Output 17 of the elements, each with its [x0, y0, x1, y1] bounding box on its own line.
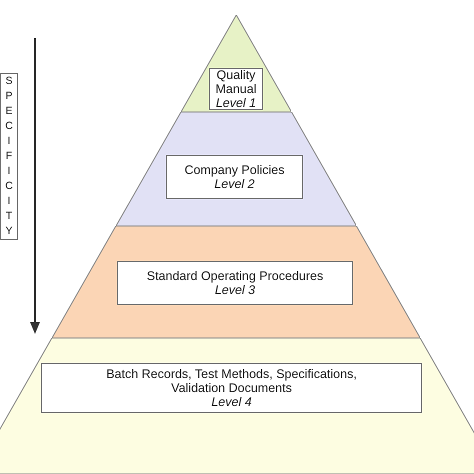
- level-label: [41, 363, 422, 413]
- level-number: Level 4: [211, 395, 252, 409]
- axis-label: SPECIFICITY: [0, 73, 18, 240]
- level-number: Level 3: [214, 283, 256, 297]
- pyramid-tier: [0, 338, 474, 474]
- level-number: Level 1: [216, 96, 256, 110]
- level-label: [166, 155, 303, 199]
- level-label: [208, 68, 263, 110]
- pyramid-tier: [116, 112, 356, 226]
- level-number: Level 2: [214, 177, 255, 191]
- level-label: [116, 261, 353, 305]
- level-title: Batch Records, Test Methods, Specifications, Validation Documents: [105, 367, 358, 395]
- pyramid-tier: [180, 15, 292, 112]
- level-title: Company Policies: [184, 163, 284, 177]
- level-title: Quality Manual: [214, 68, 258, 96]
- pyramid-tier: [52, 226, 420, 338]
- level-title: Standard Operating Procedures: [146, 269, 324, 283]
